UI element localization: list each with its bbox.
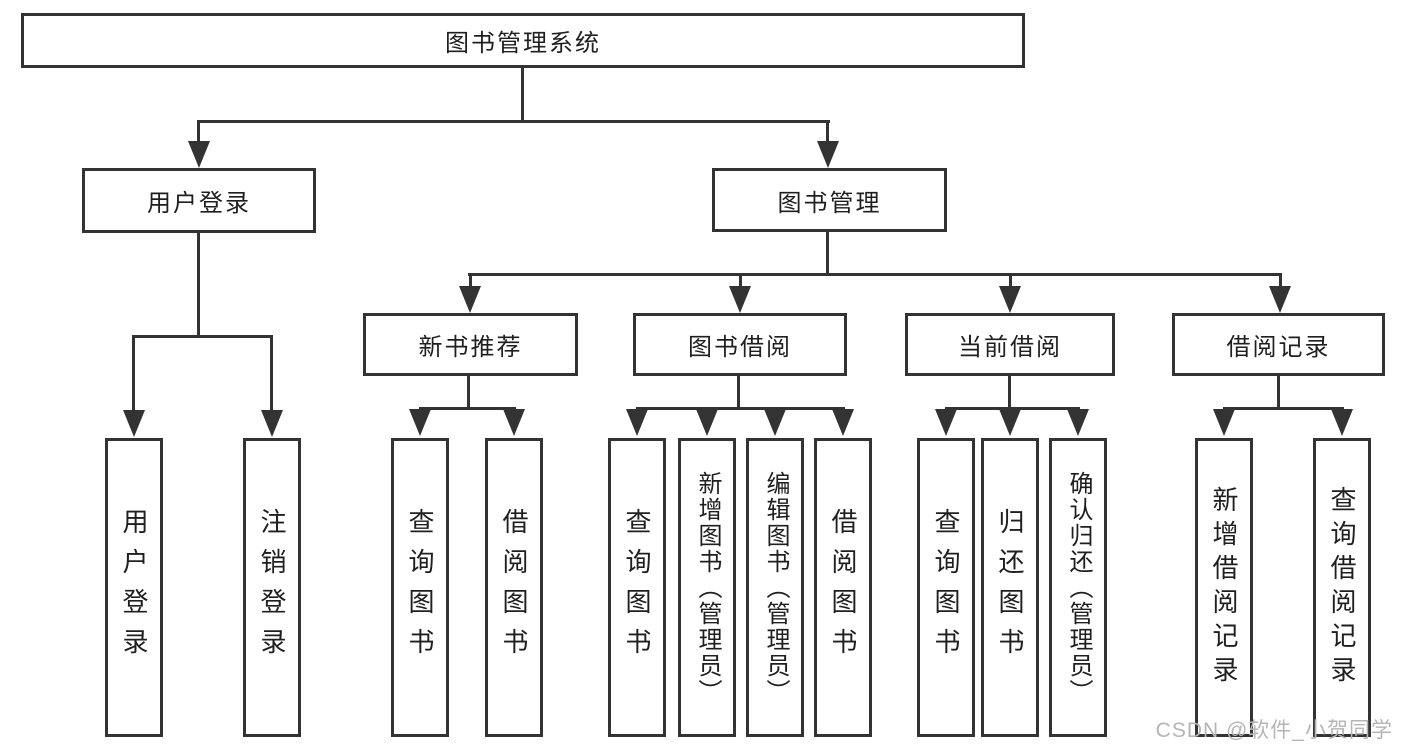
arrowhead-current-leaf-2 [999, 409, 1021, 436]
connector-root-rail [197, 120, 830, 123]
connector-current-rail [945, 407, 1080, 410]
connector-root-drop-left [197, 120, 200, 144]
leaf-add-borrow-record-label: 新增借阅记录 [1209, 485, 1239, 690]
leaf-query-borrow-record-label: 查询借阅记录 [1327, 485, 1357, 690]
node-user-login-label: 用户登录 [147, 190, 251, 217]
arrowhead-login-leaf-2 [261, 410, 283, 437]
connector-root-stem [521, 68, 524, 120]
connector-borrow-rail [636, 407, 845, 410]
leaf-query-books-3-label: 查询图书 [931, 507, 961, 668]
leaf-borrow-books-1-label: 借阅图书 [499, 507, 529, 668]
arrowhead-records-leaf-1 [1213, 409, 1235, 436]
leaf-add-borrow-record: 新增借阅记录 [1195, 438, 1253, 737]
leaf-query-books-1: 查询图书 [391, 438, 449, 737]
node-root-label: 图书管理系统 [445, 30, 601, 57]
arrowhead-current-borrow [999, 286, 1021, 313]
arrowhead-newbooks-leaf-2 [503, 409, 525, 436]
node-book-management: 图书管理 [712, 168, 947, 232]
connector-login-drop-2 [270, 335, 273, 412]
arrowhead-book-management [817, 141, 839, 168]
leaf-logout-label: 注销登录 [257, 507, 287, 668]
arrowhead-current-leaf-1 [935, 409, 957, 436]
connector-mgmt-rail [468, 273, 1281, 276]
connector-newbooks-stem [467, 376, 470, 407]
connector-mgmt-drop-2 [739, 273, 742, 287]
arrowhead-new-books [459, 286, 481, 313]
leaf-confirm-return-admin: 确认归还（管理员） [1049, 438, 1107, 737]
connector-mgmt-drop-1 [469, 273, 472, 287]
leaf-query-borrow-record: 查询借阅记录 [1313, 438, 1371, 737]
node-new-books-label: 新书推荐 [418, 334, 523, 361]
node-book-borrow-label: 图书借阅 [688, 334, 792, 361]
arrowhead-current-leaf-3 [1067, 409, 1089, 436]
node-borrow-records: 借阅记录 [1172, 313, 1385, 376]
arrowhead-borrow-leaf-3 [764, 409, 786, 436]
arrowhead-borrow-records [1269, 286, 1291, 313]
leaf-edit-books-admin: 编辑图书（管理员） [746, 438, 804, 737]
leaf-borrow-books-1: 借阅图书 [485, 438, 543, 737]
leaf-query-books-2: 查询图书 [608, 438, 666, 737]
arrowhead-newbooks-leaf-1 [409, 409, 431, 436]
node-root: 图书管理系统 [21, 13, 1025, 68]
csdn-watermark: CSDN @软件_小贺同学 [1155, 719, 1393, 742]
arrowhead-borrow-leaf-4 [832, 409, 854, 436]
node-book-management-label: 图书管理 [777, 189, 882, 217]
node-user-login: 用户登录 [82, 168, 316, 233]
connector-mgmt-stem [826, 232, 829, 273]
leaf-query-books-1-label: 查询图书 [405, 507, 435, 668]
leaf-return-books: 归还图书 [981, 438, 1039, 737]
leaf-return-books-label: 归还图书 [995, 507, 1025, 668]
connector-login-stem [197, 233, 200, 335]
connector-mgmt-drop-3 [1009, 273, 1012, 287]
leaf-user-login-label: 用户登录 [119, 507, 149, 668]
leaf-logout: 注销登录 [243, 438, 301, 737]
node-new-books: 新书推荐 [363, 313, 578, 376]
node-book-borrow: 图书借阅 [633, 313, 847, 376]
connector-current-stem [1008, 376, 1011, 407]
connector-records-stem [1277, 376, 1280, 407]
leaf-query-books-2-label: 查询图书 [622, 507, 652, 668]
leaf-query-books-3: 查询图书 [917, 438, 975, 737]
arrowhead-book-borrow [729, 286, 751, 313]
arrowhead-records-leaf-2 [1331, 409, 1353, 436]
arrowhead-login-leaf-1 [123, 410, 145, 437]
leaf-user-login: 用户登录 [105, 438, 163, 737]
connector-mgmt-drop-4 [1279, 273, 1282, 287]
leaf-edit-books-admin-label: 编辑图书（管理员） [762, 470, 789, 705]
connector-borrow-stem [737, 376, 740, 407]
leaf-add-books-admin: 新增图书（管理员） [678, 438, 736, 737]
leaf-confirm-return-admin-label: 确认归还（管理员） [1065, 470, 1092, 705]
node-borrow-records-label: 借阅记录 [1226, 334, 1331, 361]
node-current-borrow-label: 当前借阅 [958, 334, 1062, 361]
arrowhead-borrow-leaf-1 [626, 409, 648, 436]
connector-root-drop-right [826, 120, 829, 144]
leaf-borrow-books-2: 借阅图书 [814, 438, 872, 737]
leaf-add-books-admin-label: 新增图书（管理员） [694, 470, 721, 705]
arrowhead-user-login [188, 141, 210, 168]
connector-records-rail [1223, 407, 1344, 410]
connector-newbooks-rail [419, 407, 516, 410]
connector-login-rail [132, 335, 273, 338]
arrowhead-borrow-leaf-2 [696, 409, 718, 436]
node-current-borrow: 当前借阅 [905, 313, 1115, 376]
connector-login-drop-1 [132, 335, 135, 412]
leaf-borrow-books-2-label: 借阅图书 [828, 507, 858, 668]
